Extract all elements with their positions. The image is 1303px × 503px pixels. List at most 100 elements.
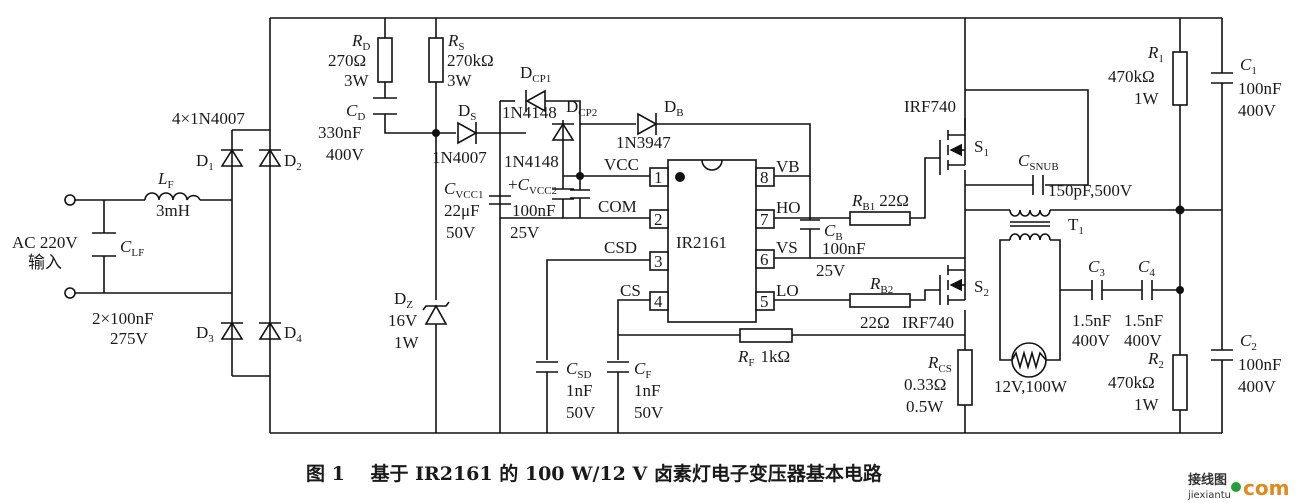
inductor-lf	[144, 192, 201, 201]
lf-label: LF	[157, 169, 174, 191]
rd-label: RD	[351, 31, 370, 53]
diode-db	[637, 112, 658, 136]
watermark-en: jiexiantu	[1187, 490, 1231, 501]
transformer-t1	[1009, 209, 1051, 241]
cd-voltage: 400V	[326, 145, 365, 164]
watermark-cn: 接线图	[1188, 472, 1227, 488]
cd-label: CD	[346, 101, 365, 123]
ic-pin-box	[755, 167, 775, 187]
rd-value: 270Ω	[328, 51, 366, 70]
s1-part: IRF740	[904, 97, 956, 116]
input-terminal	[64, 287, 76, 299]
ic-name: IR2161	[676, 233, 727, 252]
ic-ir2161	[649, 159, 775, 323]
capacitor-cvcc2	[552, 188, 574, 200]
pin-7-number: 7	[760, 210, 769, 229]
csnub-label: CSNUB	[1018, 151, 1059, 173]
pin-cs-label: CS	[620, 281, 641, 300]
resistor-rcs	[957, 349, 973, 406]
clf-value: 2×100nF	[92, 309, 154, 328]
ic-pin-box	[755, 291, 775, 311]
cf-label: CF	[634, 359, 651, 381]
capacitor-clf	[92, 232, 116, 257]
pin-com-label: COM	[598, 197, 637, 216]
junction-dot	[1176, 286, 1184, 294]
rs-value: 270kΩ	[447, 51, 494, 70]
capacitor-cb	[800, 219, 820, 230]
watermark-dot-icon	[1231, 482, 1241, 492]
resistor-rs	[428, 37, 444, 83]
diode-d1	[220, 148, 244, 167]
c1-voltage: 400V	[1238, 101, 1277, 120]
r1-value: 470kΩ	[1108, 67, 1155, 86]
clf-voltage: 275V	[110, 329, 149, 348]
s1-label: S1	[974, 137, 989, 159]
r1-power: 1W	[1134, 89, 1160, 108]
c3-voltage: 400V	[1072, 331, 1111, 350]
d3-label: D3	[196, 323, 214, 345]
csd-value: 1nF	[566, 381, 592, 400]
cvcc1-voltage: 50V	[446, 223, 476, 242]
pin-ho-label: HO	[776, 198, 801, 217]
d1-label: D1	[196, 151, 214, 173]
d4-label: D4	[284, 323, 302, 345]
dcp2-part: 1N4148	[504, 152, 559, 171]
cf-value: 1nF	[634, 381, 660, 400]
t1-label: T1	[1068, 215, 1084, 237]
capacitor-c1	[1211, 72, 1233, 84]
dz-power: 1W	[394, 333, 420, 352]
resistor-r2	[1172, 354, 1188, 411]
resistor-rf	[739, 328, 793, 343]
cf-voltage: 50V	[634, 403, 664, 422]
diode-dcp1	[525, 89, 546, 113]
c2-value: 100nF	[1238, 355, 1281, 374]
c3-value: 1.5nF	[1072, 311, 1111, 330]
input-terminal	[64, 194, 76, 206]
watermark-com: com	[1243, 476, 1289, 500]
ic-pin-box	[649, 291, 669, 311]
pin-8-number: 8	[760, 168, 769, 187]
pin-6-number: 6	[760, 250, 769, 269]
junction-dot	[576, 172, 584, 180]
halogen-lamp	[1011, 342, 1047, 378]
cvcc2-label: +CVCC2	[508, 175, 557, 197]
capacitor-c3	[1091, 280, 1103, 300]
figure-caption: 图 1 基于 IR2161 的 100 W/12 V 卤素灯电子变压器基本电路	[306, 462, 883, 485]
cvcc2-voltage: 25V	[510, 223, 540, 242]
rb2-value: 22Ω	[860, 313, 890, 332]
d2-label: D2	[284, 151, 302, 173]
rs-power: 3W	[447, 71, 473, 90]
ds-part: 1N4007	[432, 148, 487, 167]
diode-d4	[258, 321, 282, 340]
diode-d3	[220, 321, 244, 340]
pin-vs-label: VS	[776, 238, 798, 257]
cvcc1-label: CVCC1	[444, 179, 483, 201]
pin-lo-label: LO	[776, 281, 799, 300]
r1-label: R1	[1147, 43, 1164, 65]
rcs-power: 0.5W	[906, 397, 944, 416]
capacitor-csnub	[1032, 175, 1044, 195]
ic-pin-box	[755, 209, 775, 229]
capacitor-csd	[536, 361, 558, 373]
dcp1-part: 1N4148	[502, 103, 557, 122]
ic-pin-box	[649, 209, 669, 229]
csnub-value: 150pF,500V	[1048, 181, 1133, 200]
csd-label: CSD	[566, 359, 591, 381]
wiring	[74, 17, 1223, 434]
cb-value: 100nF	[822, 239, 865, 258]
bridge-diodes	[220, 148, 282, 340]
csd-voltage: 50V	[566, 403, 596, 422]
c2-label: C2	[1240, 331, 1257, 353]
diode-d2	[258, 148, 282, 167]
capacitor-vcc-com	[570, 189, 590, 199]
resistor-rb1	[849, 211, 911, 226]
lamp-label: 12V,100W	[994, 377, 1068, 396]
zener-dz	[422, 301, 450, 325]
resistor-rb2	[849, 293, 911, 308]
pin-1-number: 1	[654, 168, 663, 187]
capacitor-cd	[373, 97, 397, 115]
rcs-label: RCS	[927, 353, 952, 375]
